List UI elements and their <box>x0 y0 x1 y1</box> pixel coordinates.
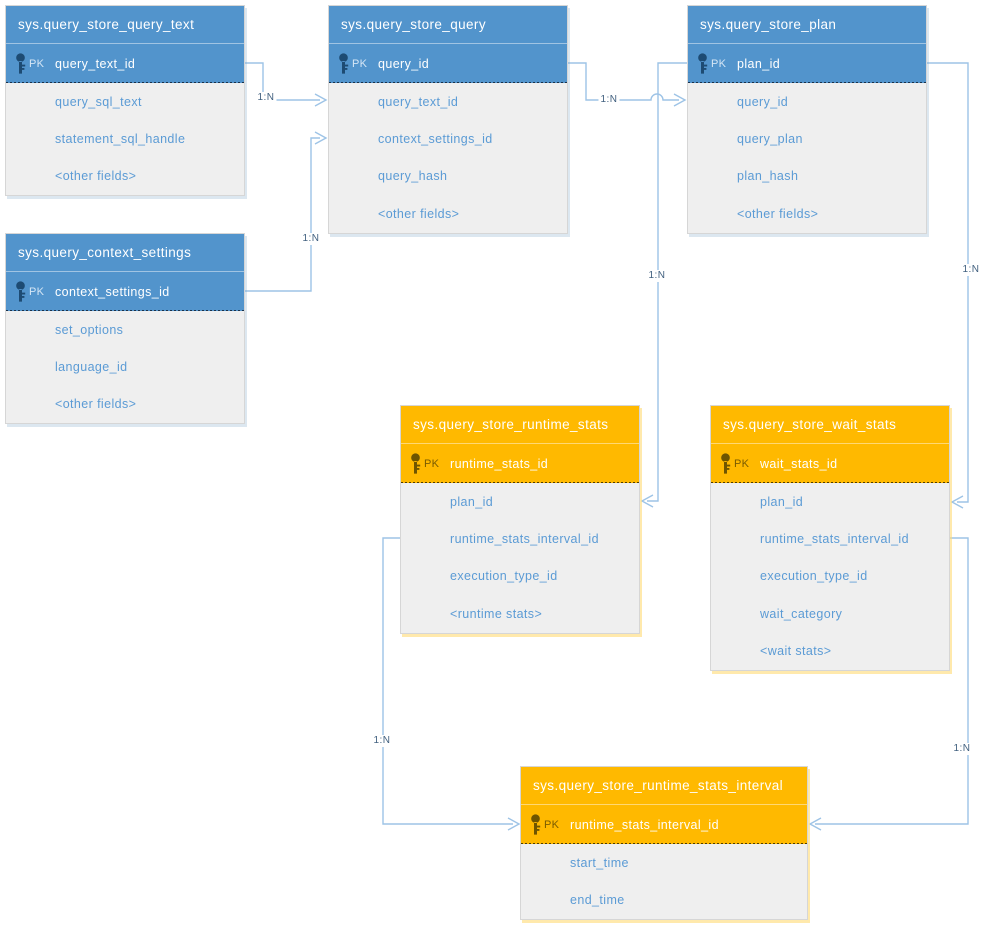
field-row: <other fields> <box>737 206 819 221</box>
field-row: language_id <box>55 360 128 375</box>
field-row: execution_type_id <box>760 569 868 584</box>
pk-badge: PK <box>29 57 45 70</box>
key-icon <box>696 53 709 74</box>
field-row: <other fields> <box>55 397 137 412</box>
field-row: plan_id <box>760 494 804 509</box>
connector-plan-to-runtime-stats <box>647 62 687 502</box>
field-row: query_sql_text <box>55 94 142 109</box>
field-row: query_id <box>737 94 789 109</box>
primary-key-row: PK runtime_stats_id <box>401 444 639 483</box>
primary-key-row: PK query_text_id <box>6 44 244 83</box>
field-row: statement_sql_handle <box>55 132 186 147</box>
pk-badge: PK <box>544 818 560 831</box>
pk-field-name: query_id <box>378 56 430 71</box>
field-row: wait_category <box>760 606 843 621</box>
primary-key-row: PK plan_id <box>688 44 926 83</box>
pk-field-name: runtime_stats_interval_id <box>570 817 719 832</box>
field-row: runtime_stats_interval_id <box>450 532 599 547</box>
key-icon <box>409 453 422 474</box>
table-field-list: query_id query_plan plan_hash <other fields… <box>688 83 926 233</box>
table-title: sys.query_store_wait_stats <box>711 406 949 444</box>
arrowhead-into-wait-stats-plan-id <box>950 495 964 509</box>
pk-badge: PK <box>711 57 727 70</box>
connector-runtime-stats-to-interval <box>382 537 513 825</box>
cardinality-label-plan-wait-stats: 1:N <box>960 264 982 276</box>
pk-field-name: query_text_id <box>55 56 136 71</box>
field-row: query_plan <box>737 132 803 147</box>
field-row: plan_id <box>450 494 494 509</box>
arrowhead-into-interval-from-wait-stats <box>808 817 822 831</box>
connector-wait-stats-to-interval <box>815 537 969 825</box>
primary-key-row: PK context_settings_id <box>6 272 244 311</box>
pk-badge: PK <box>29 285 45 298</box>
pk-field-name: plan_id <box>737 56 781 71</box>
field-row: <other fields> <box>55 169 137 184</box>
field-row: plan_hash <box>737 169 799 184</box>
field-row: end_time <box>570 893 625 908</box>
pk-field-name: wait_stats_id <box>760 456 838 471</box>
cardinality-label-runtime-stats-interval: 1:N <box>371 735 393 747</box>
primary-key-row: PK runtime_stats_interval_id <box>521 805 807 844</box>
field-row: runtime_stats_interval_id <box>760 532 909 547</box>
field-row: execution_type_id <box>450 569 558 584</box>
arrowhead-into-interval-from-runtime-stats <box>507 817 521 831</box>
table-title: sys.query_store_query <box>329 6 567 44</box>
table-title: sys.query_store_runtime_stats <box>401 406 639 444</box>
key-icon <box>14 53 27 74</box>
arrowhead-into-query-query-text-id <box>314 93 328 107</box>
primary-key-row: PK query_id <box>329 44 567 83</box>
primary-key-row: PK wait_stats_id <box>711 444 949 483</box>
pk-field-name: context_settings_id <box>55 284 170 299</box>
field-row: query_text_id <box>378 94 459 109</box>
field-row: <runtime stats> <box>450 606 543 621</box>
table-field-list: plan_id runtime_stats_interval_id executio… <box>711 483 949 670</box>
arrowhead-into-plan-query-id <box>673 93 687 107</box>
connector-query-to-plan <box>568 62 679 101</box>
key-icon <box>529 814 542 835</box>
table-field-list: query_sql_text statement_sql_handle <other… <box>6 83 244 196</box>
table-title: sys.query_context_settings <box>6 234 244 272</box>
field-row: <other fields> <box>378 206 460 221</box>
arrowhead-into-runtime-stats-plan-id <box>640 494 654 508</box>
pk-field-name: runtime_stats_id <box>450 456 549 471</box>
key-icon <box>14 281 27 302</box>
cardinality-label-query-text-query: 1:N <box>255 92 277 104</box>
table-title: sys.query_store_query_text <box>6 6 244 44</box>
pk-badge: PK <box>734 457 750 470</box>
field-row: query_hash <box>378 169 448 184</box>
table-title: sys.query_store_plan <box>688 6 926 44</box>
table-field-list: start_time end_time <box>521 844 807 919</box>
connector-context-settings-to-query <box>245 137 320 292</box>
field-row: <wait stats> <box>760 644 832 659</box>
table-field-list: plan_id runtime_stats_interval_id executio… <box>401 483 639 633</box>
field-row: context_settings_id <box>378 132 493 147</box>
cardinality-label-plan-runtime-stats: 1:N <box>646 270 668 282</box>
cardinality-label-wait-stats-interval: 1:N <box>951 743 973 755</box>
pk-badge: PK <box>424 457 440 470</box>
field-row: start_time <box>570 855 629 870</box>
table-title: sys.query_store_runtime_stats_interval <box>521 767 807 805</box>
table-field-list: set_options language_id <other fields> <box>6 311 244 424</box>
table-field-list: query_text_id context_settings_id query_ha… <box>329 83 567 233</box>
key-icon <box>337 53 350 74</box>
cardinality-label-query-plan: 1:N <box>598 94 620 106</box>
connector-query-text-to-query <box>245 62 320 101</box>
key-icon <box>719 453 732 474</box>
field-row: set_options <box>55 322 124 337</box>
cardinality-label-context-settings-query: 1:N <box>300 233 322 245</box>
pk-badge: PK <box>352 57 368 70</box>
arrowhead-into-query-context-settings-id <box>314 131 328 145</box>
connector-plan-to-wait-stats <box>927 62 969 503</box>
